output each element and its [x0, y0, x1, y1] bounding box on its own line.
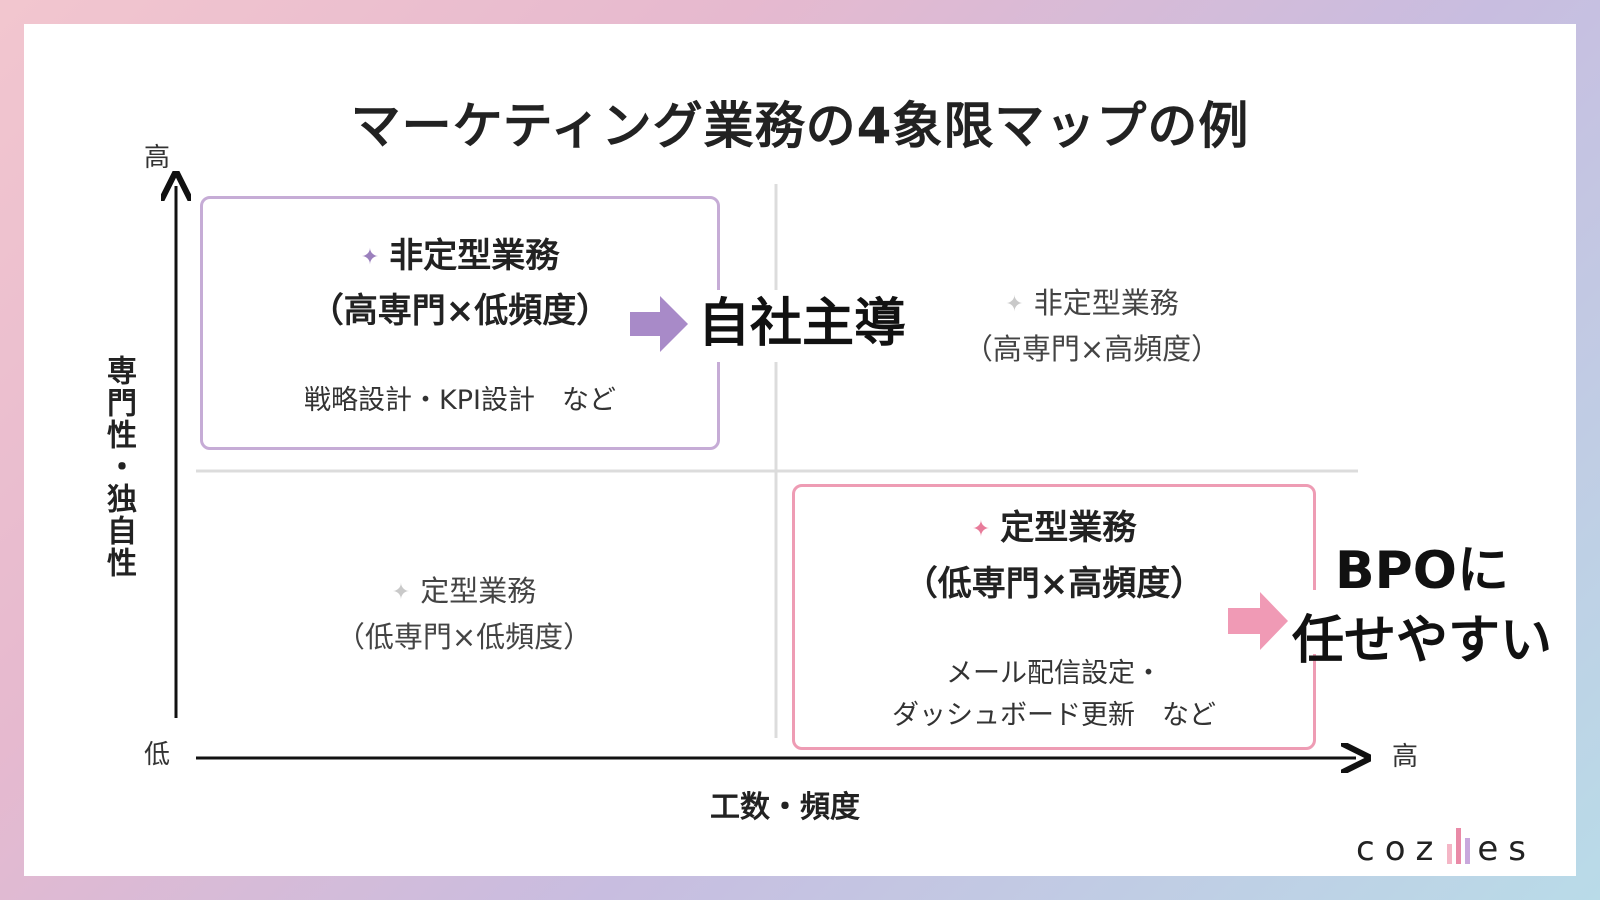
quadrant-bottom-right-title-text: 定型業務: [1000, 508, 1137, 548]
bpo-label-line2: 任せやすい: [1292, 611, 1553, 671]
quadrant-bottom-left-subtitle: （低専門×低頻度）: [335, 620, 593, 654]
quadrant-bottom-right-title: ✦ 定型業務: [792, 500, 1316, 558]
x-axis-high-label: 高: [1392, 742, 1419, 772]
quadrant-top-left-title-text: 非定型業務: [389, 236, 560, 276]
arrow-gap-mask: [1296, 590, 1332, 654]
bpo-label-line1: BPOに: [1335, 541, 1509, 601]
quadrant-top-right-title-text: 非定型業務: [1033, 286, 1179, 320]
logo-text-left: coz: [1356, 829, 1444, 869]
quadrant-bottom-right-subtitle: （低専門×高頻度）: [903, 564, 1205, 604]
sparkle-icon: ✦: [360, 244, 380, 270]
slide-title: マーケティング業務の4象限マップの例: [350, 97, 1250, 155]
y-axis-high-label: 高: [144, 143, 171, 173]
quadrant-top-left-title: ✦ 非定型業務: [200, 228, 720, 286]
quadrant-top-right-subtitle: （高専門×高頻度）: [963, 332, 1221, 366]
quadrant-top-left-subtitle: （高専門×低頻度）: [309, 291, 611, 331]
sparkle-icon: ✦: [391, 580, 411, 605]
y-axis-low-label: 低: [144, 740, 171, 770]
y-axis-title: 専門性・独自性: [101, 355, 136, 579]
quadrant-top-right-title: ✦ 非定型業務: [906, 280, 1278, 328]
quadrant-bottom-left-title: ✦ 定型業務: [278, 568, 650, 616]
arrow-right-icon: [1228, 592, 1288, 650]
sparkle-icon: ✦: [971, 516, 991, 542]
logo-text-right: es: [1477, 829, 1536, 869]
arrow-right-icon: [630, 296, 688, 352]
quadrant-bottom-left-title-text: 定型業務: [420, 574, 537, 608]
quadrant-bottom-right-examples-2: ダッシュボード更新 など: [892, 700, 1216, 731]
sparkle-icon: ✦: [1005, 292, 1024, 317]
quadrant-top-left-examples: 戦略設計・KPI設計 など: [304, 385, 616, 416]
x-axis-title: 工数・頻度: [710, 790, 860, 825]
quadrant-bottom-right-examples-1: メール配信設定・: [946, 658, 1162, 689]
logo-bars-icon: [1443, 824, 1477, 864]
self-led-label: 自社主導: [697, 294, 906, 354]
